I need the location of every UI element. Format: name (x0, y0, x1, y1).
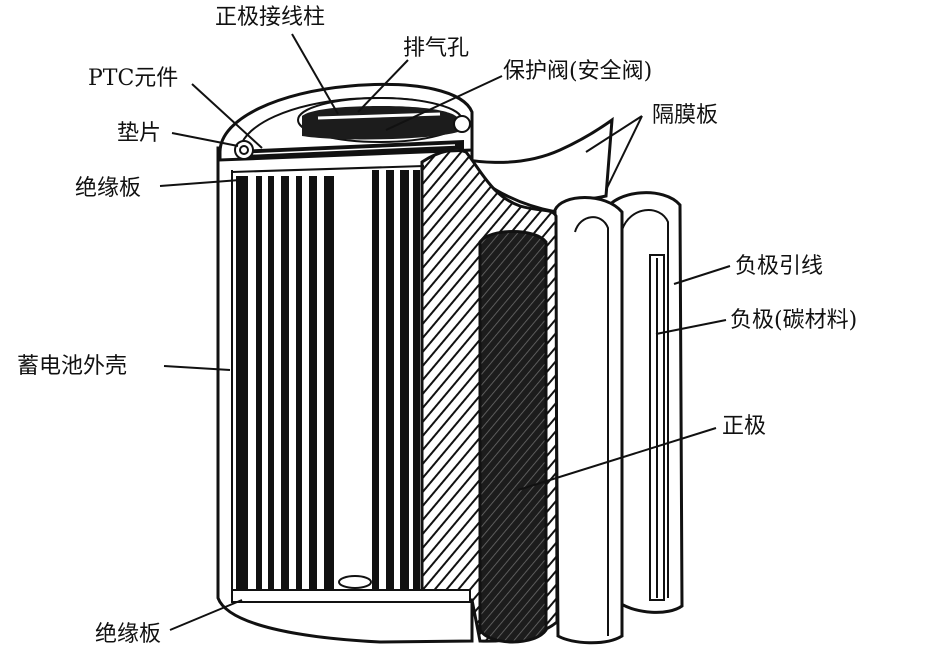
label-battery-case: 蓄电池外壳 (17, 354, 127, 379)
electrode-stripe (281, 176, 289, 590)
leader-line-insulating-plate-bottom (169, 599, 243, 631)
positive-terminal-block (302, 106, 458, 140)
ptc-plate-highlight (249, 144, 456, 155)
electrode-stripes (236, 170, 420, 590)
label-positive-electrode: 正极 (722, 414, 766, 439)
label-gasket: 垫片 (117, 121, 161, 146)
label-insulating-plate-top: 绝缘板 (75, 176, 141, 201)
electrode-stripe (386, 170, 394, 590)
label-separator: 隔膜板 (652, 103, 718, 128)
leader-line-vent-hole (357, 59, 409, 113)
separator-sheet-roll (553, 196, 624, 645)
electrode-stripe (256, 176, 262, 590)
electrode-stripe (372, 170, 379, 590)
insulating-plate-top (231, 165, 425, 173)
leader-line-ptc-element (191, 83, 263, 149)
positive-electrode-roll (478, 230, 548, 644)
gasket-ring-inner (239, 145, 249, 155)
electrode-stripe (309, 176, 317, 590)
leader-line-positive-terminal (291, 33, 339, 115)
insulating-plate-bottom (231, 589, 471, 603)
cap-right-seal (453, 115, 471, 133)
label-positive-terminal: 正极接线柱 (215, 5, 325, 30)
leader-line-separator-1 (585, 115, 643, 153)
label-insulating-plate-bottom: 绝缘板 (95, 622, 161, 647)
leader-line-negative-electrode (655, 319, 727, 335)
center-mandrel-end (338, 575, 372, 589)
negative-electrode-inner-fold (621, 209, 669, 598)
electrode-stripe (268, 176, 274, 590)
electrode-stripe (296, 176, 302, 590)
label-safety-valve: 保护阀(安全阀) (503, 59, 652, 84)
leader-line-gasket (171, 132, 239, 147)
label-vent-hole: 排气孔 (403, 36, 469, 61)
leader-line-positive-electrode (517, 427, 717, 491)
separator-sheet-inner-fold (574, 216, 609, 636)
leader-line-safety-valve (385, 75, 503, 131)
electrode-stripe (400, 170, 409, 590)
electrode-stripe (413, 170, 420, 590)
leader-line-insulating-plate-top (159, 179, 241, 187)
label-negative-electrode: 负极(碳材料) (730, 308, 857, 333)
label-ptc-element: PTC元件 (88, 66, 178, 91)
leader-line-negative-lead (673, 265, 731, 285)
electrode-stripe (324, 176, 334, 590)
leader-line-separator-2 (605, 115, 643, 191)
separator-sheet-flag (429, 116, 614, 214)
electrode-stripe (236, 176, 248, 590)
label-negative-lead: 负极引线 (735, 254, 823, 279)
leader-line-battery-case (163, 365, 231, 371)
